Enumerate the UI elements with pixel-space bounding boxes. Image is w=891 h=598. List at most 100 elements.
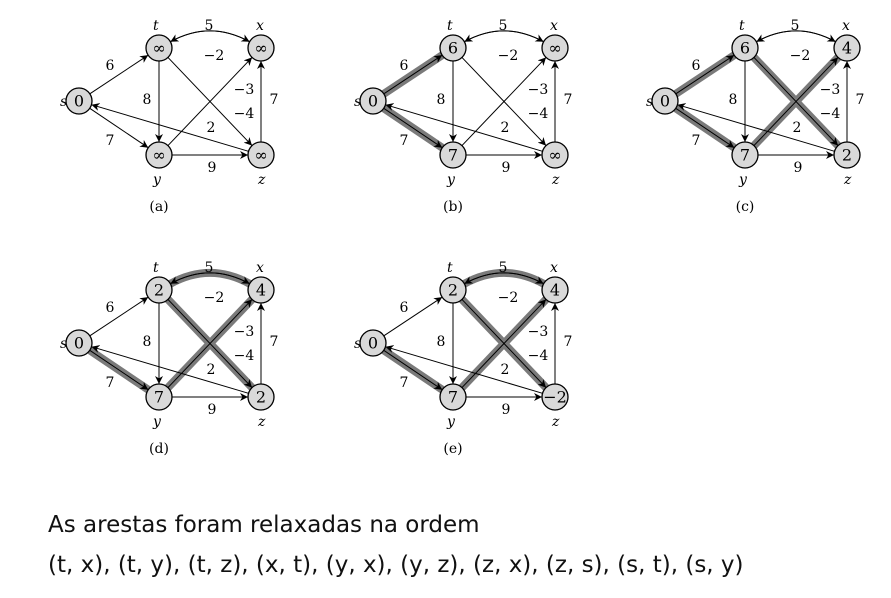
edge-y-x (461, 299, 547, 388)
edge-y-x (753, 57, 839, 146)
edge-s-y (89, 107, 149, 149)
edge-z-s (385, 345, 543, 394)
node-z-distance: ∞ (548, 146, 561, 165)
node-z-distance: 2 (842, 146, 852, 165)
edge-weight-y-z: 9 (502, 160, 511, 176)
node-y-label: y (152, 414, 162, 430)
node-t-label: t (447, 18, 453, 34)
node-t-distance: 2 (448, 281, 458, 300)
node-s (359, 329, 387, 357)
edge-x-t (464, 30, 544, 43)
edge-y-x (461, 57, 547, 146)
node-y (439, 141, 467, 169)
edge-weight-s-t: 6 (692, 58, 701, 74)
edge-weight-z-s: 2 (793, 120, 802, 136)
edge-s-t (89, 296, 149, 337)
node-s-label: s (354, 94, 361, 110)
node-y-distance: ∞ (152, 146, 165, 165)
edge-weight-t-x: 5 (499, 18, 508, 34)
node-t-label: t (153, 260, 159, 276)
relaxation-order-heading: As arestas foram relaxadas na ordem (48, 512, 480, 538)
node-s-label: s (60, 336, 67, 352)
edge-weight-y-z: 9 (208, 160, 217, 176)
edge-weight-t-y: 8 (729, 92, 738, 108)
node-y-label: y (446, 414, 456, 430)
edge-weight-s-y: 7 (692, 133, 701, 149)
node-s-distance: 0 (74, 334, 84, 353)
node-z-distance: 2 (256, 388, 266, 407)
panel-caption: (e) (443, 441, 462, 457)
edge-weight-t-z: −4 (234, 348, 255, 364)
node-x-distance: 4 (550, 281, 560, 300)
node-z (541, 383, 569, 411)
edge-x-t (170, 30, 250, 43)
edge-weight-s-y: 7 (400, 375, 409, 391)
node-z-label: z (551, 172, 560, 188)
edge-weight-y-z: 9 (502, 402, 511, 418)
edge-weight-z-s: 2 (501, 120, 510, 136)
node-z-distance: ∞ (254, 146, 267, 165)
edge-weight-t-z: −4 (528, 348, 549, 364)
edge-weight-x-t: −2 (204, 48, 225, 64)
edge-z-s (385, 103, 543, 152)
edge-y-x (167, 299, 253, 388)
edge-s-y (383, 107, 443, 149)
edge-weight-t-z: −4 (820, 106, 841, 122)
node-y (145, 141, 173, 169)
edge-weight-x-t: −2 (498, 290, 519, 306)
node-z (541, 141, 569, 169)
edge-weight-z-s: 2 (207, 120, 216, 136)
edge-weight-y-x: −3 (528, 82, 549, 98)
edge-weight-y-x: −3 (234, 324, 255, 340)
edge-weight-t-y: 8 (143, 334, 152, 350)
edge-weight-s-t: 6 (400, 300, 409, 316)
node-y-distance: 7 (448, 388, 458, 407)
edge-weight-z-x: 7 (856, 92, 865, 108)
node-s (65, 329, 93, 357)
panel-caption: (a) (149, 199, 168, 215)
node-y-distance: 7 (154, 388, 164, 407)
node-y (731, 141, 759, 169)
node-s (651, 87, 679, 115)
node-x-label: x (256, 18, 264, 34)
edge-s-y (675, 107, 735, 149)
node-s-label: s (60, 94, 67, 110)
node-s (359, 87, 387, 115)
edge-s-y (383, 349, 443, 391)
node-x-label: x (842, 18, 850, 34)
node-t (145, 34, 173, 62)
node-z (247, 141, 275, 169)
panel-caption: (d) (149, 441, 169, 457)
bellman-ford-diagram: 675−28−4−39720s∞t∞x∞y∞z(a)675−28−4−39720… (60, 18, 865, 457)
node-y (145, 383, 173, 411)
node-y-distance: 7 (448, 146, 458, 165)
node-z-label: z (257, 414, 266, 430)
node-z-label: z (843, 172, 852, 188)
edge-weight-s-t: 6 (106, 58, 115, 74)
node-s-distance: 0 (368, 92, 378, 111)
edge-weight-y-x: −3 (528, 324, 549, 340)
edge-weight-y-x: −3 (234, 82, 255, 98)
node-t-label: t (739, 18, 745, 34)
node-t-label: t (153, 18, 159, 34)
edge-weight-z-x: 7 (270, 334, 279, 350)
edge-s-t (675, 54, 735, 95)
edge-weight-x-t: −2 (498, 48, 519, 64)
node-x-distance: 4 (256, 281, 266, 300)
node-t-distance: ∞ (152, 39, 165, 58)
node-s-label: s (646, 94, 653, 110)
node-y-label: y (738, 172, 748, 188)
edge-x-t (756, 30, 836, 43)
node-t-distance: 2 (154, 281, 164, 300)
edge-weight-z-x: 7 (564, 92, 573, 108)
edge-z-s (91, 103, 249, 152)
edge-s-t (383, 54, 443, 95)
edge-weight-t-y: 8 (437, 92, 446, 108)
edge-weight-t-y: 8 (143, 92, 152, 108)
edge-weight-z-x: 7 (564, 334, 573, 350)
node-t (145, 276, 173, 304)
